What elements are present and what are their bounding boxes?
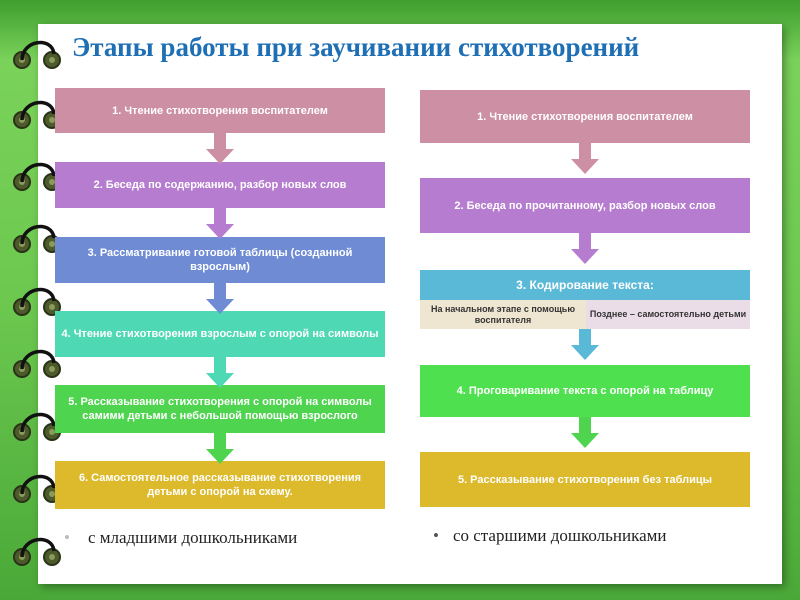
left-caption-text: с младшими дошкольниками [87, 528, 298, 547]
right-step-2: 2. Беседа по прочитанному, разбор новых … [420, 178, 750, 233]
right-step-3: 3. Кодирование текста: [420, 270, 750, 300]
right-caption-text: со старшими дошкольниками [452, 526, 667, 545]
down-arrow-icon [205, 283, 235, 314]
left-step-6: 6. Самостоятельное рассказывание стихотв… [55, 461, 385, 509]
binder-ring-icon [12, 535, 62, 569]
down-arrow-icon [205, 357, 235, 388]
down-arrow-icon [570, 329, 600, 360]
down-arrow-icon [205, 133, 235, 164]
binder-ring-icon [12, 38, 62, 72]
left-step-4: 4. Чтение стихотворения взрослым с опоро… [55, 311, 385, 357]
down-arrow-icon [570, 417, 600, 448]
right-caption: •со старшими дошкольниками [433, 526, 667, 545]
down-arrow-icon [205, 433, 235, 464]
left-step-2: 2. Беседа по содержанию, разбор новых сл… [55, 162, 385, 208]
left-caption: •с младшими дошкольниками [64, 528, 298, 547]
right-substep-1: На начальном этапе с помощью воспитателя [420, 300, 586, 329]
right-substep-2: Позднее – самостоятельно детьми [586, 300, 750, 329]
down-arrow-icon [570, 143, 600, 174]
down-arrow-icon [205, 208, 235, 239]
binder-ring-icon [12, 222, 62, 256]
left-step-5: 5. Рассказывание стихотворения с опорой … [55, 385, 385, 433]
binder-ring-icon [12, 410, 62, 444]
binder-ring-icon [12, 347, 62, 381]
down-arrow-icon [570, 233, 600, 264]
left-step-1: 1. Чтение стихотворения воспитателем [55, 88, 385, 133]
slide-title: Этапы работы при заучивании стихотворени… [72, 32, 640, 62]
right-step-5: 5. Рассказывание стихотворения без табли… [420, 452, 750, 507]
right-step-1: 1. Чтение стихотворения воспитателем [420, 90, 750, 143]
left-step-3: 3. Рассматривание готовой таблицы (созда… [55, 237, 385, 283]
right-step-4: 4. Проговаривание текста с опорой на таб… [420, 365, 750, 417]
